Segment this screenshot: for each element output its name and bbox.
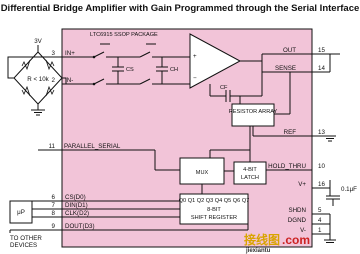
pin-cs: 6 CS(D0) — [32, 194, 180, 202]
svg-text:−: − — [193, 75, 197, 82]
bridge-resistance-label: R < 10k — [27, 76, 49, 83]
microprocessor-label: μP — [17, 209, 25, 216]
latch-label-line2: LATCH — [241, 175, 259, 181]
shift-register-label-line2: SHIFT REGISTER — [191, 215, 237, 221]
svg-text:13: 13 — [318, 129, 325, 136]
other-devices-line2: DEVICES — [10, 242, 37, 249]
svg-text:DGND: DGND — [288, 217, 307, 224]
svg-text:8: 8 — [52, 210, 56, 217]
microprocessor-box — [9, 200, 33, 224]
svg-text:9: 9 — [52, 223, 56, 230]
pin-ref: REF 13 — [284, 129, 336, 142]
svg-text:5: 5 — [318, 207, 322, 214]
svg-text:10: 10 — [318, 163, 325, 170]
svg-text:7: 7 — [52, 202, 56, 209]
pin-vplus: V+ 16 0.1μF — [298, 180, 357, 206]
svg-text:V+: V+ — [298, 181, 306, 188]
svg-text:V-: V- — [300, 227, 306, 234]
svg-text:OUT: OUT — [283, 47, 296, 54]
mux-block — [179, 157, 225, 185]
svg-text:REF: REF — [284, 129, 297, 136]
svg-text:IN-: IN- — [65, 77, 73, 84]
op-amp: + − CF — [189, 33, 312, 102]
pin-sense: SENSE 14 — [275, 54, 331, 73]
resistor-array-label: RESISTOR ARRAY — [229, 109, 278, 115]
bypass-cap-label: 0.1μF — [341, 186, 357, 193]
switched-capacitor-network: CS CH — [70, 43, 190, 86]
svg-text:HOLD_THRU: HOLD_THRU — [268, 163, 306, 170]
latch-label-line1: 4-BIT — [243, 167, 257, 173]
shift-register-block — [179, 193, 249, 225]
svg-text:CF: CF — [220, 85, 228, 91]
mux-label: MUX — [196, 170, 209, 176]
svg-text:15: 15 — [318, 47, 325, 54]
svg-text:接线图: 接线图 — [244, 232, 280, 247]
shift-register-outputs: Q0 Q1 Q2 Q3 Q4 Q5 Q6 Q7 — [179, 198, 250, 204]
svg-text:11: 11 — [49, 143, 56, 150]
pin-out: OUT 15 — [283, 47, 340, 55]
svg-text:jiexiantu: jiexiantu — [245, 248, 271, 254]
svg-text:SHDN: SHDN — [288, 207, 306, 214]
shift-register-label-line1: 8-BIT — [207, 207, 221, 213]
chip-label: LTC6915 SSOP PACKAGE — [90, 32, 158, 38]
watermark: 接线图 .com jiexiantu — [244, 232, 310, 254]
other-devices-line1: TO OTHER — [10, 235, 42, 242]
pin-clk: 8 CLK(D2) — [32, 210, 180, 218]
svg-text:16: 16 — [318, 181, 325, 188]
svg-text:3: 3 — [52, 50, 56, 57]
diagram-title: Differential Bridge Amplifier with Gain … — [1, 3, 360, 14]
svg-text:IN+: IN+ — [65, 50, 75, 57]
svg-text:SENSE: SENSE — [275, 65, 296, 72]
svg-text:DOUT(D3): DOUT(D3) — [65, 223, 95, 230]
resistor-array-block — [231, 103, 275, 127]
pin-parallel-serial: 11 PARALLEL_SERIAL — [38, 143, 155, 151]
svg-text:4: 4 — [318, 217, 322, 224]
pin-vminus: V- 1 — [300, 214, 336, 243]
pin-hold-thru: HOLD_THRU 10 — [266, 163, 325, 171]
svg-text:CH: CH — [170, 67, 178, 73]
svg-text:CS(D0): CS(D0) — [65, 194, 86, 201]
svg-text:PARALLEL_SERIAL: PARALLEL_SERIAL — [64, 143, 121, 150]
resistor-bridge: 3V R < 10k — [7, 38, 67, 116]
pin-din: 7 DIN(D1) — [32, 202, 180, 210]
svg-text:CS: CS — [126, 67, 134, 73]
svg-text:+: + — [193, 53, 197, 60]
pin-in-plus: 3 IN+ — [52, 50, 75, 58]
pin-dout: 9 DOUT(D3) — [10, 223, 249, 231]
svg-text:6: 6 — [52, 194, 56, 201]
pin-in-minus: 2 IN- — [52, 77, 73, 85]
svg-text:14: 14 — [318, 65, 325, 72]
svg-text:1: 1 — [318, 227, 322, 234]
pin-dgnd: DGND 4 — [288, 217, 330, 225]
svg-text:2: 2 — [52, 77, 56, 84]
pin-shdn: SHDN 5 — [288, 207, 330, 215]
bridge-supply-label: 3V — [34, 38, 42, 45]
svg-text:DIN(D1): DIN(D1) — [65, 202, 88, 209]
svg-text:CLK(D2): CLK(D2) — [65, 210, 89, 217]
svg-text:.com: .com — [282, 233, 310, 247]
